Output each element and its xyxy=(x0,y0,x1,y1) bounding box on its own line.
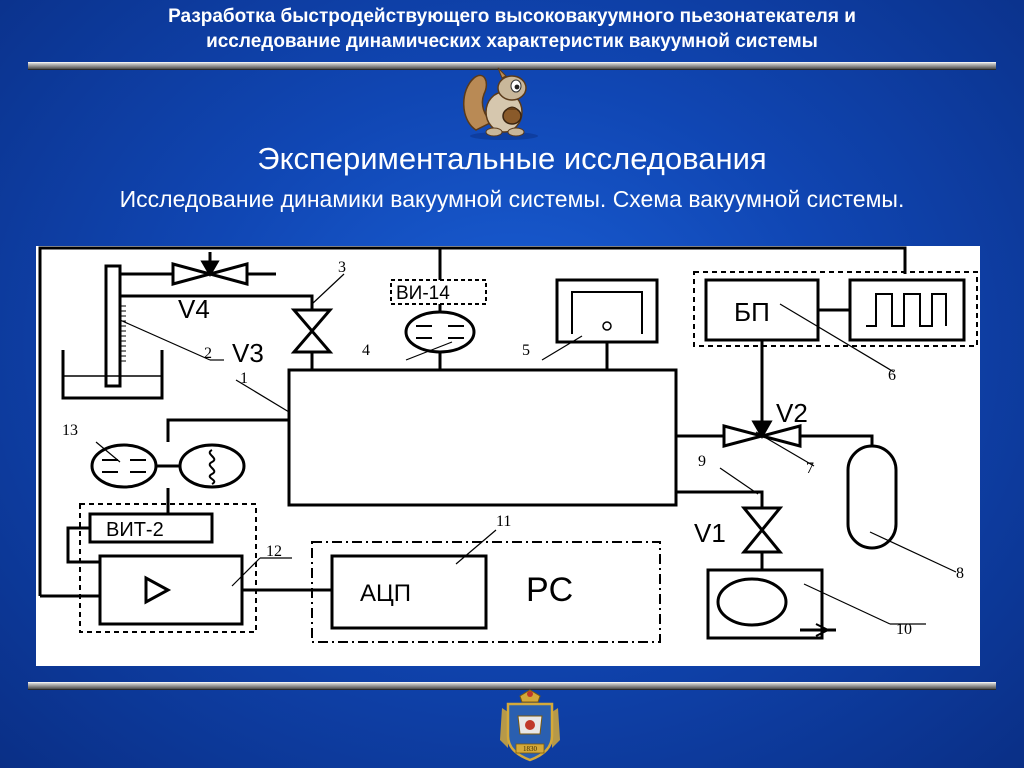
ionization-gauge-4 xyxy=(404,310,476,354)
num-2: 2 xyxy=(204,345,212,362)
squirrel-mascot-icon xyxy=(463,67,538,140)
v4-label: V4 xyxy=(178,294,210,324)
num-5: 5 xyxy=(522,342,530,359)
vacuum-schematic-panel: ВИ-14 БП ВИТ-2 АЦП PC V1 V2 V3 V4 1 2 3 … xyxy=(36,246,980,666)
slide-header: Разработка быстродействующего высоковаку… xyxy=(0,4,1024,54)
pc-group-11 xyxy=(311,541,661,643)
oscilloscope-trace xyxy=(571,291,643,334)
vacuum-chamber xyxy=(287,368,678,507)
adc-label: АЦП xyxy=(360,580,411,607)
page-title: Экспериментальные исследования xyxy=(257,141,767,176)
gauge-4-dashes xyxy=(416,325,464,339)
num-12: 12 xyxy=(266,543,282,560)
gauge-13-right xyxy=(178,443,246,489)
vit2-to-amp-line xyxy=(66,526,100,564)
num-13: 13 xyxy=(62,422,78,439)
pc-label: PC xyxy=(526,571,573,609)
gauge-13-dashes xyxy=(102,459,146,473)
header-line-1: Разработка быстродействующего высоковаку… xyxy=(168,6,856,27)
v2-to-cylinder-line xyxy=(800,434,874,446)
leader-lines xyxy=(95,273,957,625)
num-6: 6 xyxy=(888,367,896,384)
num-10: 10 xyxy=(896,621,912,638)
bp-label: БП xyxy=(734,297,770,327)
manometer-tube xyxy=(104,264,122,388)
valve-v4[interactable] xyxy=(171,252,249,286)
vi14-label: ВИ-14 xyxy=(396,283,450,304)
liquid-vessel xyxy=(61,350,164,400)
top-bus-line xyxy=(38,246,907,506)
oscilloscope-dot xyxy=(602,321,612,331)
bottom-divider xyxy=(28,682,996,690)
v1-label: V1 xyxy=(694,518,726,548)
num-3: 3 xyxy=(338,259,346,276)
amplifier-triangle xyxy=(144,575,172,605)
num-11: 11 xyxy=(496,513,511,530)
num-1: 1 xyxy=(240,370,248,387)
header-line-2: исследование динамических характеристик … xyxy=(206,31,818,52)
page-subtitle: Исследование динамики вакуумной системы.… xyxy=(119,186,905,212)
v2-actuator-arrow xyxy=(751,420,773,440)
num-8: 8 xyxy=(956,565,964,582)
thermocouple-coil xyxy=(208,449,216,485)
power-supply-group-6 xyxy=(693,271,978,347)
university-emblem-icon: 1830 xyxy=(500,689,560,762)
top-divider xyxy=(28,62,996,70)
v3-label: V3 xyxy=(232,338,264,368)
vacuum-schematic-diagram: ВИ-14 БП ВИТ-2 АЦП PC V1 V2 V3 V4 1 2 3 … xyxy=(38,246,978,643)
pump-10-box xyxy=(706,568,824,640)
emblem-year: 1830 xyxy=(523,745,538,753)
vit2-label: ВИТ-2 xyxy=(106,519,164,541)
vi14-box xyxy=(390,279,487,305)
pulse-generator xyxy=(848,278,966,342)
chamber-to-gauges-line xyxy=(166,418,289,442)
adc-box xyxy=(330,554,488,630)
gauge-13-left xyxy=(90,443,158,489)
num-7: 7 xyxy=(806,460,814,477)
v3-line-top xyxy=(120,294,314,310)
valve-v1[interactable] xyxy=(740,506,784,554)
v2-label: V2 xyxy=(776,398,808,428)
num-4: 4 xyxy=(362,342,370,359)
chamber-to-v1-line xyxy=(676,490,764,508)
num-9: 9 xyxy=(698,453,706,470)
pump-rotor xyxy=(716,577,788,627)
gas-cylinder-8 xyxy=(846,444,898,550)
amplifier-group-12 xyxy=(79,503,257,633)
pulse-waveform xyxy=(866,293,947,327)
pump-outlet-arrow xyxy=(815,623,831,637)
valve-v3[interactable] xyxy=(290,308,334,354)
